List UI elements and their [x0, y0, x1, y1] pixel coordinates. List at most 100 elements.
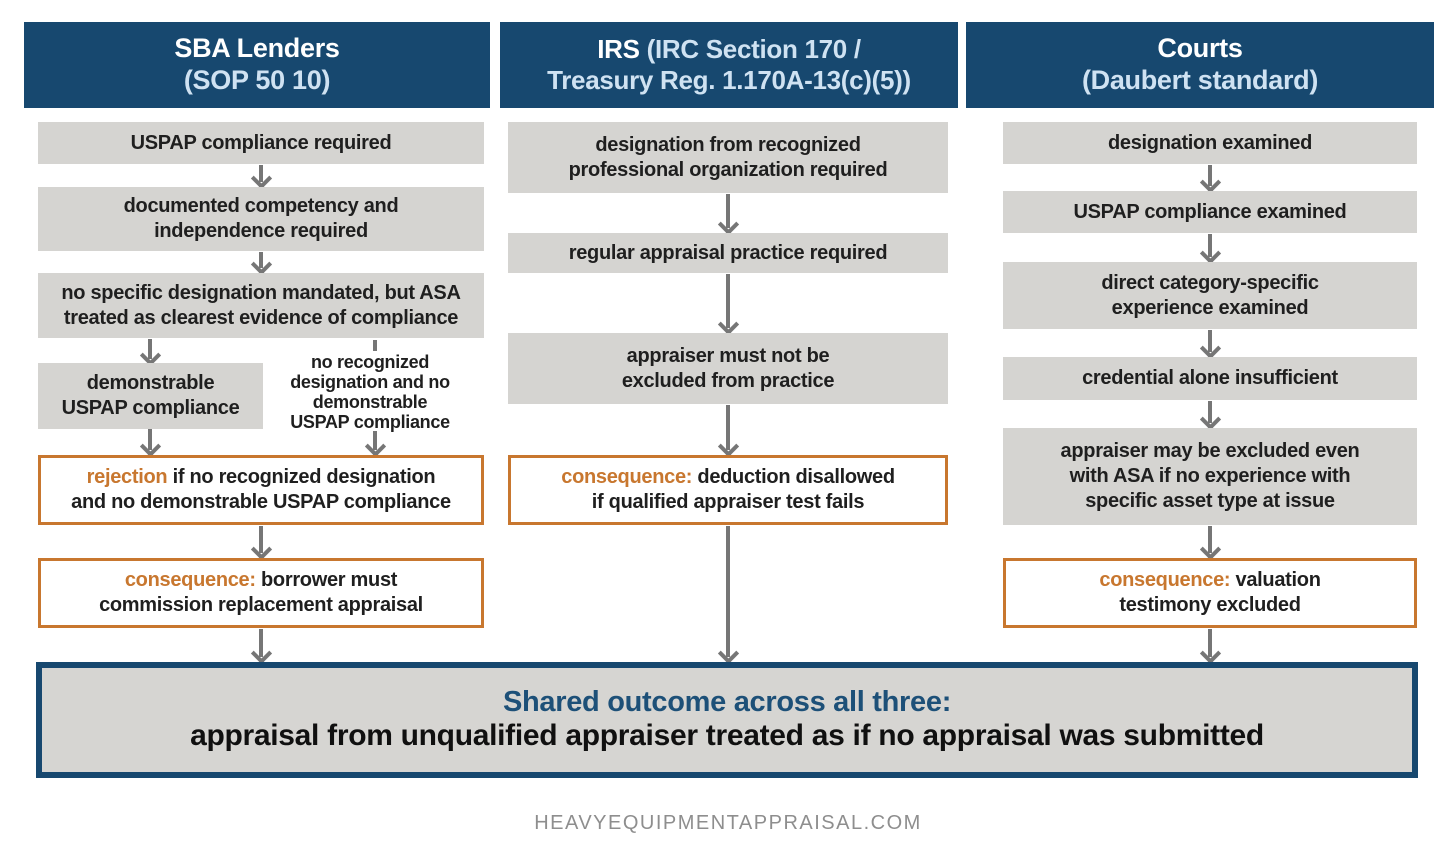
- flow-arrow: [250, 629, 273, 665]
- box-line: independence required: [154, 220, 368, 242]
- rejection-keyword: rejection: [86, 465, 168, 488]
- header-courts: Courts (Daubert standard): [966, 22, 1434, 108]
- box-line: consequence: borrower must: [124, 568, 398, 593]
- consequence-box-irs: consequence: deduction disallowed if qua…: [508, 455, 948, 525]
- arrow-line: [726, 405, 730, 450]
- header-subtitle: (IRC Section 170 /: [639, 34, 862, 65]
- flow-arrow: [717, 194, 740, 236]
- arrow-head-icon: [717, 213, 740, 236]
- arrow-line: [148, 429, 152, 450]
- box-line: consequence: deduction disallowed: [561, 465, 895, 490]
- box-line: demonstrable: [86, 372, 215, 395]
- header-irs: IRS (IRC Section 170 / Treasury Reg. 1.1…: [500, 22, 958, 108]
- branch-connector: [373, 340, 377, 351]
- branch-label-no-designation: no recognized designation and no demonst…: [273, 352, 467, 433]
- arrow-head-icon: [1199, 242, 1222, 265]
- box-text: deduction disallowed: [692, 465, 895, 488]
- box-credential-insufficient: credential alone insufficient: [1003, 357, 1417, 400]
- box-line: specific asset type at issue: [1085, 489, 1335, 512]
- arrow-line: [1208, 401, 1212, 423]
- box-line: consequence: valuation: [1099, 568, 1321, 593]
- header-subtitle: Treasury Reg. 1.170A-13(c)(5)): [547, 65, 911, 95]
- arrow-head-icon: [717, 313, 740, 336]
- arrow-line: [1208, 629, 1212, 657]
- arrow-line: [259, 252, 263, 268]
- box-line: testimony excluded: [1119, 594, 1301, 616]
- box-uspap-required: USPAP compliance required: [38, 122, 484, 164]
- shared-outcome-body: appraisal from unqualified appraiser tre…: [190, 719, 1264, 753]
- arrow-line: [1208, 526, 1212, 553]
- box-line: appraiser may be excluded even: [1060, 440, 1360, 463]
- header-subtitle: (Daubert standard): [1081, 65, 1319, 95]
- box-line: experience examined: [1111, 296, 1309, 319]
- flow-arrow: [717, 526, 740, 665]
- arrow-head-icon: [250, 538, 273, 561]
- box-recognized-org-required: designation from recognized professional…: [508, 122, 948, 193]
- box-line: professional organization required: [568, 158, 888, 181]
- arrow-head-icon: [1199, 171, 1222, 194]
- box-regular-practice: regular appraisal practice required: [508, 233, 948, 273]
- flow-arrow: [139, 339, 162, 367]
- box-line: commission replacement appraisal: [99, 594, 423, 616]
- shared-outcome-box: Shared outcome across all three: apprais…: [36, 662, 1418, 778]
- box-line: no specific designation mandated, but AS…: [61, 281, 461, 304]
- box-line: USPAP compliance required: [130, 131, 392, 154]
- box-line: rejection if no recognized designation: [87, 465, 436, 490]
- box-line: documented competency and: [123, 195, 399, 218]
- box-line: appraiser must not be: [626, 344, 830, 367]
- arrow-line: [726, 274, 730, 328]
- consequence-box-courts: consequence: valuation testimony exclude…: [1003, 558, 1417, 628]
- consequence-keyword: consequence:: [561, 465, 693, 488]
- box-line: no recognized: [310, 352, 430, 372]
- arrow-head-icon: [1199, 538, 1222, 561]
- rejection-box-sba: rejection if no recognized designation a…: [38, 455, 484, 525]
- box-line: and no demonstrable USPAP compliance: [71, 491, 451, 513]
- consequence-keyword: consequence:: [124, 568, 256, 591]
- consequence-box-sba: consequence: borrower must commission re…: [38, 558, 484, 628]
- flow-arrow: [1199, 526, 1222, 561]
- box-line: designation examined: [1107, 131, 1313, 154]
- arrow-head-icon: [139, 435, 162, 458]
- arrow-head-icon: [364, 435, 387, 458]
- arrow-line: [1208, 234, 1212, 257]
- flow-arrow: [250, 165, 273, 190]
- flow-arrow: [717, 405, 740, 458]
- flow-arrow: [364, 431, 387, 458]
- box-text: if no recognized designation: [167, 465, 436, 488]
- arrow-head-icon: [1199, 642, 1222, 665]
- box-line: if qualified appraiser test fails: [591, 491, 865, 513]
- box-line: USPAP compliance: [290, 412, 450, 433]
- box-designation-examined: designation examined: [1003, 122, 1417, 164]
- header-title: SBA Lenders: [174, 33, 340, 64]
- box-text: valuation: [1230, 568, 1321, 591]
- flow-arrow: [717, 274, 740, 336]
- header-title: IRS (IRC Section 170 /: [597, 34, 861, 65]
- box-experience-examined: direct category-specific experience exam…: [1003, 262, 1417, 329]
- box-may-be-excluded: appraiser may be excluded even with ASA …: [1003, 428, 1417, 525]
- box-line: regular appraisal practice required: [568, 241, 888, 264]
- box-line: USPAP compliance: [61, 397, 240, 419]
- flow-arrow: [1199, 165, 1222, 194]
- header-sba-lenders: SBA Lenders (SOP 50 10): [24, 22, 490, 108]
- flow-arrow: [1199, 401, 1222, 431]
- box-line: designation from recognized: [595, 133, 861, 156]
- box-uspap-examined: USPAP compliance examined: [1003, 191, 1417, 233]
- flow-arrow: [1199, 234, 1222, 265]
- arrow-head-icon: [1199, 337, 1222, 360]
- box-line: demonstrable: [312, 392, 428, 413]
- box-text: borrower must: [255, 568, 398, 591]
- arrow-head-icon: [250, 167, 273, 190]
- arrow-line: [726, 194, 730, 228]
- box-line: designation and no: [290, 372, 450, 393]
- arrow-line: [373, 431, 377, 450]
- arrow-line: [1208, 165, 1212, 186]
- shared-outcome-heading: Shared outcome across all three:: [502, 686, 952, 719]
- arrow-line: [259, 629, 263, 657]
- box-not-excluded-practice: appraiser must not be excluded from prac…: [508, 333, 948, 404]
- header-bold: IRS: [597, 34, 640, 65]
- arrow-line: [148, 339, 152, 359]
- box-competency-independence: documented competency and independence r…: [38, 187, 484, 251]
- box-line: USPAP compliance examined: [1073, 200, 1347, 223]
- arrow-line: [726, 526, 730, 657]
